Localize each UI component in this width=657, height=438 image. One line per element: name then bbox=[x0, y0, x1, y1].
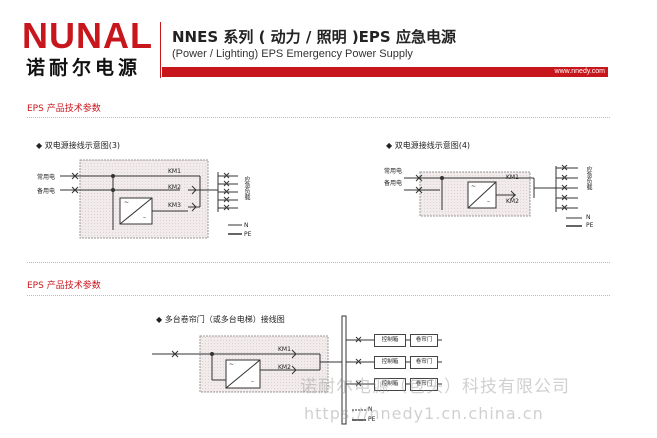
page-title: NNES 系列 ( 动力 / 照明 )EPS 应急电源 bbox=[172, 28, 456, 46]
shutter-box-3: 卷帘门 bbox=[410, 378, 438, 391]
diagram4-ac-symbol: ~ bbox=[471, 183, 477, 190]
shutter-km2-label: KM2 bbox=[278, 364, 291, 371]
page-subtitle: (Power / Lighting) EPS Emergency Power S… bbox=[172, 48, 413, 60]
controller-box-3: 控制箱 bbox=[374, 378, 406, 391]
controller-box-1: 控制箱 bbox=[374, 334, 406, 347]
diagram4-km2-label: KM2 bbox=[506, 198, 519, 205]
diagram4-pe-label: PE bbox=[586, 222, 594, 229]
diagram4-backup-label: 备用电 bbox=[384, 180, 403, 187]
diagram3-schematic bbox=[60, 159, 242, 239]
shutter-box-1: 卷帘门 bbox=[410, 334, 438, 347]
section1-separator bbox=[27, 117, 610, 118]
diagram3-km1-label: KM1 bbox=[168, 168, 181, 175]
diagram3-pe-label: PE bbox=[244, 231, 252, 238]
diagram3-backup-label: 备用电 bbox=[37, 188, 56, 195]
diagram3-load-label: 应急负载 bbox=[243, 176, 250, 200]
diagram3-caption: ◆ 双电源接线示意图(3) bbox=[36, 141, 121, 150]
controller-box-2: 控制箱 bbox=[374, 356, 406, 369]
header-divider bbox=[160, 22, 161, 78]
diagram4-caption: ◆ 双电源接线示意图(4) bbox=[386, 141, 471, 150]
bus-bar bbox=[341, 315, 347, 425]
diagram3-km2-label: KM2 bbox=[168, 184, 181, 191]
shutter-enclosure bbox=[199, 335, 329, 393]
section1-title: EPS 产品技术参数 bbox=[27, 104, 101, 114]
shutter-km1-label: KM1 bbox=[278, 346, 291, 353]
diagram3-ac-symbol: ~ bbox=[124, 199, 130, 206]
diagram3-km3-label: KM3 bbox=[168, 202, 181, 209]
diagram4-km1-label: KM1 bbox=[506, 174, 519, 181]
shutter-n-label: N bbox=[368, 406, 373, 413]
watermark-url: https://nnedy1.cn.china.cn bbox=[304, 404, 544, 423]
diagram4-normal-label: 常用电 bbox=[384, 168, 403, 175]
section2-separator bbox=[27, 295, 610, 296]
header-red-bar bbox=[162, 67, 608, 77]
diagram4-dc-symbol: – bbox=[487, 198, 490, 205]
diagram3-normal-label: 常用电 bbox=[37, 174, 56, 181]
shutter-dc-symbol: – bbox=[251, 378, 254, 385]
brand-logo-chinese: 诺耐尔电源 bbox=[26, 57, 142, 79]
shutter-box-2: 卷帘门 bbox=[410, 356, 438, 369]
shutter-diagram-caption: ◆ 多台卷帘门（或多台电梯）接线图 bbox=[156, 315, 285, 324]
shutter-pe-label: PE bbox=[368, 416, 376, 423]
diagram4-schematic bbox=[404, 164, 582, 227]
website-link[interactable]: www.nnedy.com bbox=[554, 68, 605, 75]
diagram4-n-label: N bbox=[586, 214, 591, 221]
shutter-schematic bbox=[152, 315, 442, 425]
section2-title: EPS 产品技术参数 bbox=[27, 281, 101, 291]
diagram3-n-label: N bbox=[244, 222, 249, 229]
brand-logo-text: NUNAL bbox=[22, 15, 153, 56]
diagram3-dc-symbol: – bbox=[143, 214, 146, 221]
watermark-company: 诺耐尔电源（包头）科技有限公司 bbox=[300, 377, 570, 397]
section-separator bbox=[27, 262, 610, 263]
diagram4-load-label: 应急负载 bbox=[585, 166, 592, 190]
shutter-ac-symbol: ~ bbox=[229, 361, 235, 368]
